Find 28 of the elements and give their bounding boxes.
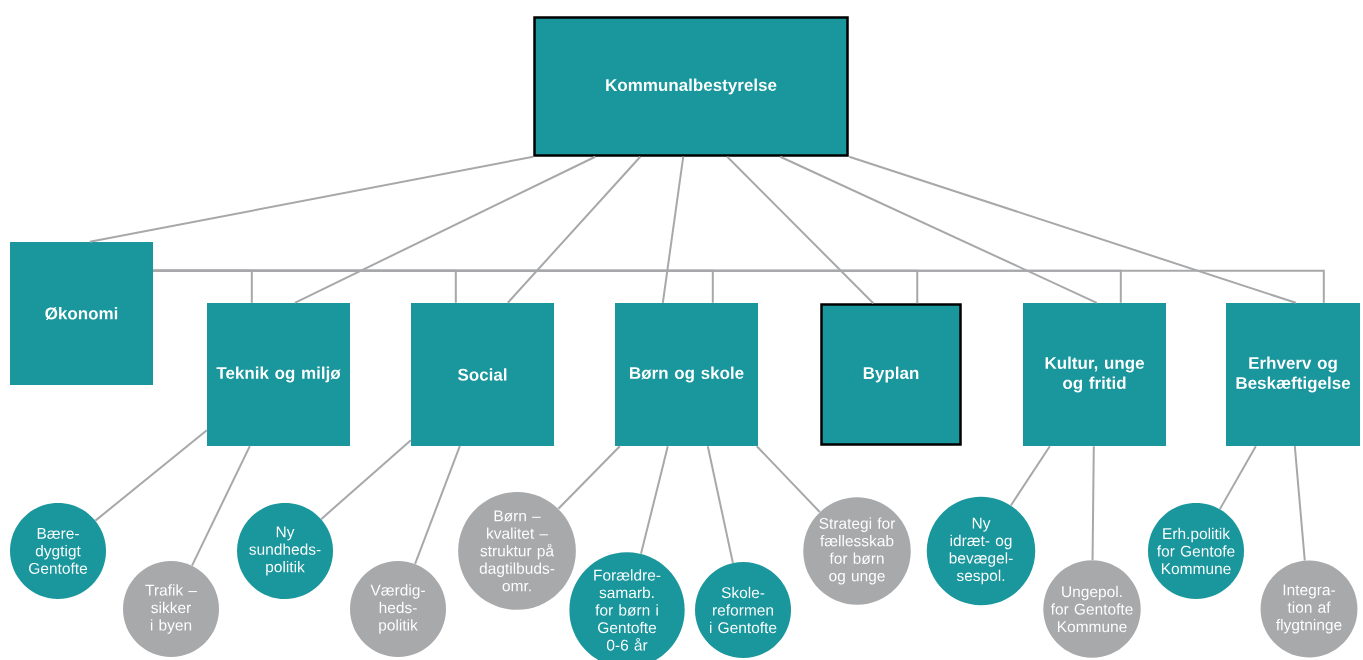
connector-line <box>152 269 1325 304</box>
connector-line <box>640 445 669 555</box>
connector-line <box>1009 445 1051 507</box>
connector-line <box>320 439 412 521</box>
committee-box: Børn og skole <box>615 303 758 446</box>
connector-line <box>848 155 1297 304</box>
connector-line <box>726 155 875 305</box>
connector-line <box>706 445 734 564</box>
committee-box: Byplan <box>820 303 962 446</box>
committee-box: Teknik og miljø <box>207 303 350 446</box>
connector-line <box>779 155 1098 304</box>
connector-line <box>755 445 821 513</box>
connector-line <box>191 445 251 567</box>
connector-line <box>1293 445 1306 562</box>
connector-line <box>661 155 685 304</box>
connector-line <box>1091 445 1095 562</box>
connector-line <box>88 155 535 243</box>
committee-box: Social <box>411 303 554 446</box>
connector-line <box>94 429 208 522</box>
connector-line <box>557 445 621 510</box>
connector-line <box>1218 445 1257 511</box>
committee-box: Erhverv og Beskæftigelse <box>1226 303 1360 446</box>
committee-box: Økonomi <box>10 242 153 385</box>
connector-line <box>414 445 461 565</box>
connector-line <box>506 155 642 304</box>
committee-box: Kultur, unge og fritid <box>1023 303 1166 446</box>
council-box: Kommunalbestyrelse <box>533 16 849 157</box>
connector-line <box>293 155 597 304</box>
